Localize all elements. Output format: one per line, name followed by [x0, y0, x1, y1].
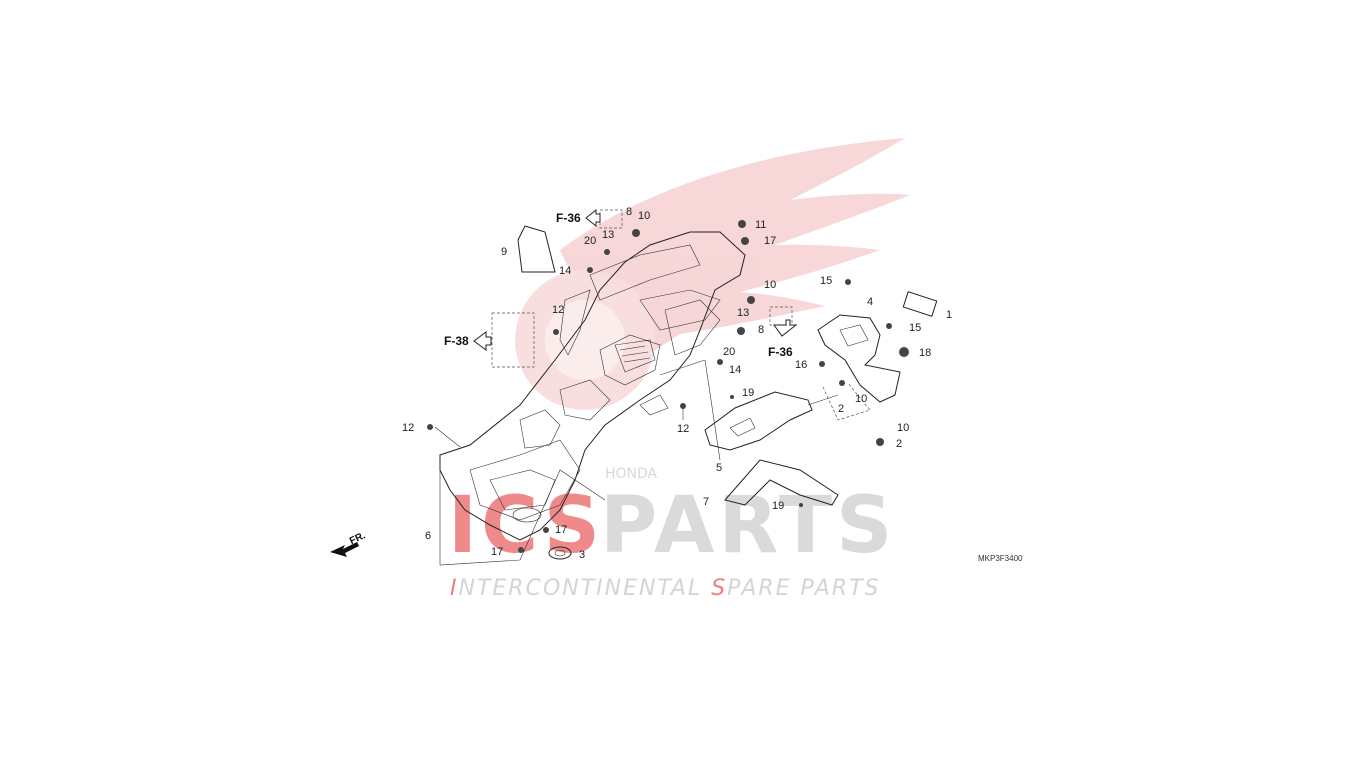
callout-8: 8 — [758, 324, 764, 336]
callout-19: 19 — [772, 500, 784, 512]
part-9-trim — [517, 225, 556, 273]
diagram-code: MKP3F3400 — [978, 554, 1023, 563]
callout-10: 10 — [897, 422, 909, 434]
callout-1: 1 — [946, 309, 952, 321]
watermark-subtitle: INTERCONTINENTAL SPARE PARTS — [450, 576, 880, 601]
front-arrow-icon — [330, 542, 359, 557]
callout-9: 9 — [501, 246, 507, 258]
callout-2: 2 — [896, 438, 902, 450]
fasteners — [427, 220, 909, 553]
callout-14: 14 — [559, 265, 571, 277]
license-bracket-4 — [817, 314, 901, 403]
callout-20: 20 — [723, 346, 735, 358]
line-art — [427, 209, 938, 566]
callout-19: 19 — [742, 387, 754, 399]
plate-light-1 — [902, 291, 938, 317]
grommet-3 — [548, 546, 572, 560]
callout-12: 12 — [677, 423, 689, 435]
ref-f36-top[interactable]: F-36 — [556, 211, 581, 225]
callout-15: 15 — [820, 275, 832, 287]
bracket-5 — [704, 391, 813, 451]
callout-12: 12 — [552, 304, 564, 316]
ref-arrows — [330, 208, 798, 557]
callout-18: 18 — [919, 347, 931, 359]
callout-2: 2 — [838, 403, 844, 415]
callout-12: 12 — [402, 422, 414, 434]
callout-17: 17 — [764, 235, 776, 247]
arrow-down-icon — [773, 319, 798, 337]
watermark-logo: ICS PARTS — [448, 481, 896, 571]
callout-3: 3 — [579, 549, 585, 561]
callout-10: 10 — [638, 210, 650, 222]
arrow-left-icon — [473, 331, 492, 351]
callout-17: 17 — [491, 546, 503, 558]
ref-f38[interactable]: F-38 — [444, 334, 469, 348]
callout-10: 10 — [764, 279, 776, 291]
callout-11: 11 — [755, 219, 766, 231]
ref-f36-right[interactable]: F-36 — [768, 345, 793, 359]
watermark: ICS PARTS INTERCONTINENTAL SPARE PARTS H… — [448, 138, 910, 601]
callout-14: 14 — [729, 364, 741, 376]
wing-emblem-logo — [515, 138, 910, 410]
watermark-small-text: HONDA — [605, 466, 658, 482]
callout-5: 5 — [716, 462, 722, 474]
svg-text:ICS: ICS — [448, 481, 604, 571]
callout-8: 8 — [626, 206, 632, 218]
callout-13: 13 — [737, 307, 749, 319]
arrow-left-icon — [585, 208, 601, 228]
callout-6: 6 — [425, 530, 431, 542]
callout-17: 17 — [555, 524, 567, 536]
callout-10: 10 — [855, 393, 867, 405]
callout-15: 15 — [909, 322, 921, 334]
svg-text:PARTS: PARTS — [600, 481, 896, 571]
part-7-flap — [724, 459, 839, 506]
callout-20: 20 — [584, 235, 596, 247]
callout-13: 13 — [602, 229, 614, 241]
rear-fender-body — [439, 231, 746, 541]
callout-16: 16 — [795, 359, 807, 371]
callout-4: 4 — [867, 296, 873, 308]
callout-7: 7 — [703, 496, 709, 508]
front-label: FR. — [348, 530, 367, 547]
